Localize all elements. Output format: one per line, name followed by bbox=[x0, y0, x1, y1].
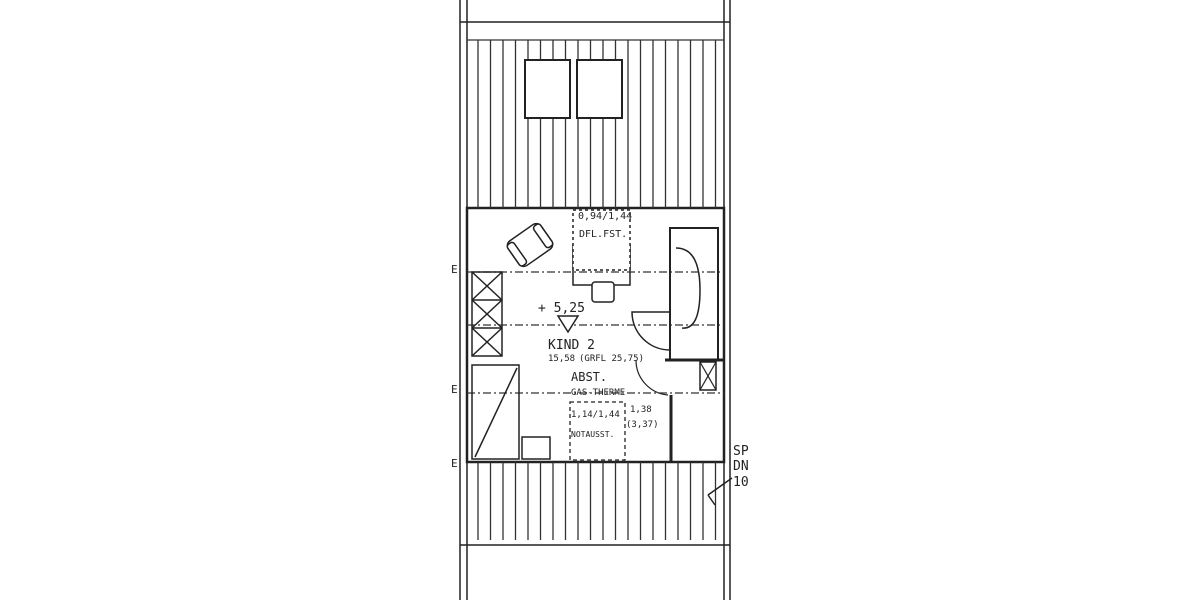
armchair-icon bbox=[506, 222, 554, 268]
storage-area: 1,38 bbox=[630, 405, 652, 415]
room-area: 15,58 bbox=[548, 354, 575, 364]
edge-mark: E bbox=[451, 457, 458, 470]
height-mark: + 5,25 bbox=[538, 301, 585, 316]
room-name: KIND 2 bbox=[548, 338, 595, 353]
plan-outline bbox=[459, 0, 731, 600]
window-label: 0,94/1,44 bbox=[578, 211, 632, 222]
edge-mark: E bbox=[451, 263, 458, 276]
level-marker-icon bbox=[556, 315, 580, 334]
exit-window-label: 1,14/1,44 bbox=[571, 410, 620, 420]
cabinet-icon bbox=[471, 271, 503, 357]
storage-label: ABST. bbox=[571, 370, 607, 384]
room-area-gross: (GRFL 25,75) bbox=[579, 354, 644, 364]
edge-mark: E bbox=[451, 383, 458, 396]
roof-lines bbox=[467, 271, 724, 394]
storage-area-gross: (3,37) bbox=[626, 420, 659, 430]
arrow-icon bbox=[707, 477, 733, 506]
window-type: DFL.FST. bbox=[579, 229, 627, 240]
exit-window bbox=[569, 401, 626, 461]
side-note: DN bbox=[733, 459, 749, 474]
skylight-windows bbox=[524, 59, 623, 119]
exit-window-type: NOTAUSST. bbox=[571, 430, 614, 439]
desk-icon bbox=[572, 209, 631, 303]
side-note: 10 bbox=[733, 475, 749, 490]
heater-label: GAS-THERME bbox=[571, 388, 625, 398]
bed-icon bbox=[471, 364, 551, 460]
storage-walls bbox=[631, 227, 724, 462]
side-note: SP bbox=[733, 444, 749, 459]
